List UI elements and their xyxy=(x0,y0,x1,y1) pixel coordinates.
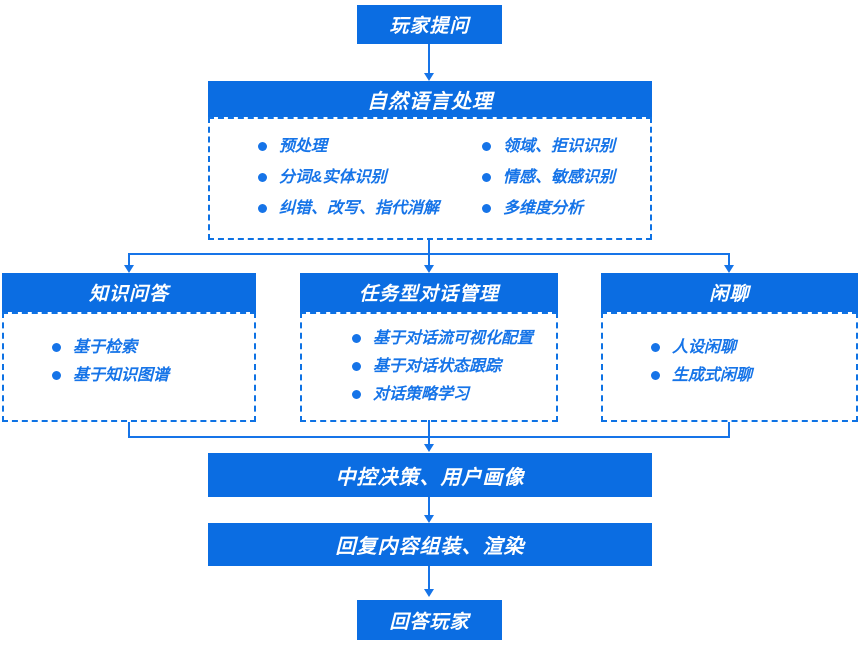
bullet-icon xyxy=(52,371,61,380)
node-chitchat-label: 闲聊 xyxy=(709,284,750,305)
connector-to-chitchat-line xyxy=(728,254,730,266)
node-central-decision: 中控决策、用户画像 xyxy=(208,453,652,497)
nlp-right-item-label: 情感、敏感识别 xyxy=(503,169,616,186)
nlp-right-item-label: 多维度分析 xyxy=(503,200,584,217)
arrow-down-icon xyxy=(424,444,434,452)
node-player-question: 玩家提问 xyxy=(357,5,502,44)
node-kbqa-label: 知识问答 xyxy=(88,284,169,305)
kbqa-item-label: 基于知识图谱 xyxy=(73,367,170,384)
node-chitchat-header: 闲聊 xyxy=(601,273,858,312)
list-item: 人设闲聊 xyxy=(651,338,856,357)
list-item: 基于知识图谱 xyxy=(52,366,254,385)
list-item: 生成式闲聊 xyxy=(651,366,856,385)
task-dialog-item-label: 对话策略学习 xyxy=(373,386,470,403)
bullet-icon xyxy=(258,142,267,151)
node-kbqa-header: 知识问答 xyxy=(2,273,256,312)
node-player-question-label: 玩家提问 xyxy=(389,16,470,37)
node-answer-player-label: 回答玩家 xyxy=(389,611,470,633)
nlp-left-column: 预处理 分词&实体识别 纠错、改写、指代消解 xyxy=(258,137,482,238)
chitchat-item-label: 人设闲聊 xyxy=(672,339,737,356)
bullet-icon xyxy=(482,173,491,182)
bullet-icon xyxy=(258,173,267,182)
bullet-icon xyxy=(651,371,660,380)
node-task-dialog-label: 任务型对话管理 xyxy=(358,284,499,305)
connector-nlp-split-stem xyxy=(428,240,430,254)
nlp-right-column: 领域、拒识识别 情感、敏感识别 多维度分析 xyxy=(482,137,615,238)
connector-player-to-nlp-line xyxy=(428,44,430,74)
node-reply-render: 回复内容组装、渲染 xyxy=(208,523,652,566)
chitchat-item-label: 生成式闲聊 xyxy=(672,367,753,384)
arrow-down-icon xyxy=(424,589,434,597)
arrow-down-icon xyxy=(424,265,434,273)
node-nlp-header: 自然语言处理 xyxy=(208,81,652,117)
node-chitchat-body: 人设闲聊 生成式闲聊 xyxy=(601,312,858,422)
node-task-dialog-body: 基于对话流可视化配置 基于对话状态跟踪 对话策略学习 xyxy=(300,312,558,422)
nlp-right-item-label: 领域、拒识识别 xyxy=(503,138,616,155)
list-item: 基于检索 xyxy=(52,338,254,357)
connector-kbqa-down-stub xyxy=(128,422,130,438)
bullet-icon xyxy=(258,204,267,213)
kbqa-item-label: 基于检索 xyxy=(73,339,138,356)
list-item: 预处理 xyxy=(258,137,482,156)
node-nlp-label: 自然语言处理 xyxy=(367,90,493,113)
connector-to-task-line xyxy=(428,254,430,266)
bullet-icon xyxy=(352,362,361,371)
node-nlp-body: 预处理 分词&实体识别 纠错、改写、指代消解 领域、拒识识别 情感、敏感识别 xyxy=(208,117,652,240)
nlp-left-item-label: 预处理 xyxy=(279,138,328,155)
task-dialog-item-label: 基于对话流可视化配置 xyxy=(373,330,534,347)
list-item: 情感、敏感识别 xyxy=(482,168,615,187)
list-item: 对话策略学习 xyxy=(352,385,556,404)
bullet-icon xyxy=(651,343,660,352)
arrow-down-icon xyxy=(724,265,734,273)
node-answer-player: 回答玩家 xyxy=(357,600,502,640)
bullet-icon xyxy=(352,334,361,343)
list-item: 多维度分析 xyxy=(482,199,615,218)
connector-to-central-line xyxy=(428,420,430,445)
list-item: 分词&实体识别 xyxy=(258,168,482,187)
node-kbqa-body: 基于检索 基于知识图谱 xyxy=(2,312,256,422)
bullet-icon xyxy=(482,142,491,151)
bullet-icon xyxy=(352,390,361,399)
connector-chitchat-down-stub xyxy=(728,422,730,438)
nlp-left-item-label: 分词&实体识别 xyxy=(279,169,387,186)
node-task-dialog-header: 任务型对话管理 xyxy=(300,273,558,312)
connector-render-to-answer-line xyxy=(428,566,430,590)
node-reply-render-label: 回复内容组装、渲染 xyxy=(335,536,525,558)
arrow-down-icon xyxy=(424,515,434,523)
nlp-left-item-label: 纠错、改写、指代消解 xyxy=(279,200,440,217)
arrow-down-icon xyxy=(424,73,434,81)
connector-to-kbqa-line xyxy=(128,254,130,266)
task-dialog-item-label: 基于对话状态跟踪 xyxy=(373,358,502,375)
list-item: 基于对话状态跟踪 xyxy=(352,357,556,376)
connector-central-to-render-line xyxy=(428,497,430,516)
bullet-icon xyxy=(482,204,491,213)
list-item: 领域、拒识识别 xyxy=(482,137,615,156)
list-item: 基于对话流可视化配置 xyxy=(352,329,556,348)
node-central-decision-label: 中控决策、用户画像 xyxy=(335,466,525,489)
arrow-down-icon xyxy=(124,265,134,273)
list-item: 纠错、改写、指代消解 xyxy=(258,199,482,218)
bullet-icon xyxy=(52,343,61,352)
